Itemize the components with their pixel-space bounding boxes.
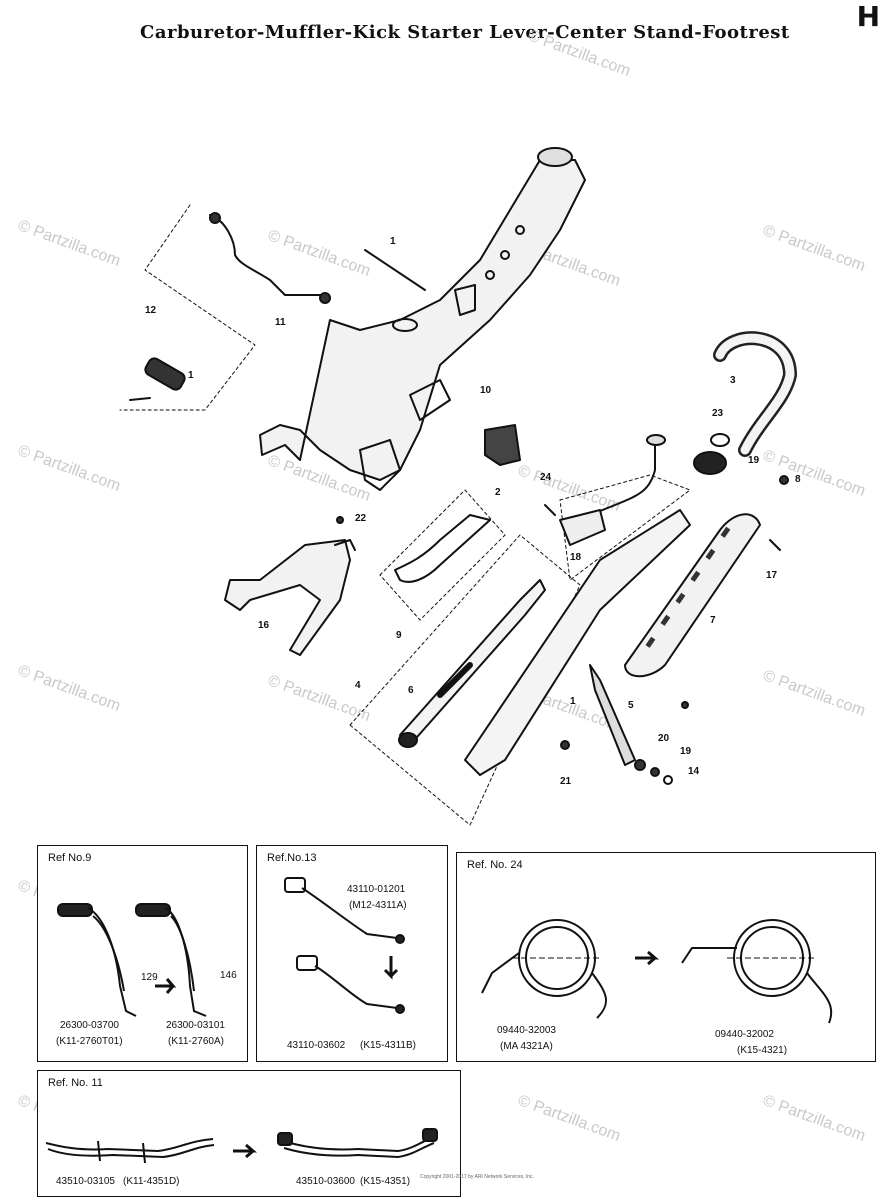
- callout-7: 7: [710, 615, 716, 626]
- part-ref: (K11-2760T01): [56, 1036, 123, 1047]
- callout-3: 3: [730, 375, 736, 386]
- heat-guard-7: [624, 513, 761, 678]
- callout-4: 4: [355, 680, 361, 691]
- inset-title: Ref.No.13: [267, 852, 317, 864]
- callout-18: 18: [570, 552, 582, 563]
- kick-arm-variants: [57, 903, 207, 1017]
- part-number: 43110-01201: [347, 884, 406, 895]
- watermark: © Partzilla.com: [515, 1092, 623, 1145]
- callout-20: 20: [658, 733, 670, 744]
- dashed-group-9: [379, 489, 506, 621]
- inset-ref-9: Ref No.9 129 146 26300-03700 (K11-2760T0…: [37, 845, 248, 1062]
- callout-14: 14: [688, 766, 700, 777]
- gasket-23: [693, 451, 727, 475]
- footpeg-rubber: [144, 357, 186, 391]
- inset-ref-11: Ref. No. 11 43510-03105 (K11-4351D) 4351…: [37, 1070, 461, 1197]
- section-mark: H: [856, 0, 880, 33]
- callout-1: 1: [570, 696, 576, 707]
- callout-8: 8: [795, 474, 801, 485]
- frame-body: [259, 147, 586, 491]
- inset-title: Ref No.9: [48, 852, 92, 864]
- part-ref: (K11-2760A): [168, 1036, 224, 1047]
- dashed-group-18: [559, 474, 691, 581]
- part-number: 26300-03101: [166, 1020, 225, 1031]
- callout-6: 6: [408, 685, 414, 696]
- part-number: 09440-32003: [497, 1025, 556, 1036]
- part-ref: (K15-4311B): [360, 1040, 416, 1051]
- muffler-body: [464, 509, 691, 776]
- dimension-label: 129: [141, 972, 158, 983]
- copyright-notice: Copyright 2001-2017 by ARI Network Servi…: [420, 1174, 534, 1180]
- callout-16: 16: [258, 620, 270, 631]
- callout-11: 11: [275, 317, 286, 328]
- callout-1: 1: [390, 236, 396, 247]
- part-number: 43510-03105: [56, 1176, 115, 1187]
- exploded-parts-diagram: [119, 147, 797, 826]
- dashed-group-4: [349, 534, 581, 826]
- kick-lever-18: [574, 439, 656, 541]
- callout-23: 23: [712, 408, 724, 419]
- callout-2: 2: [495, 487, 501, 498]
- callout-5: 5: [628, 700, 634, 711]
- part-ref: (K15-4351): [360, 1176, 411, 1187]
- center-stand-16: [224, 539, 351, 656]
- carburetor-2: [484, 424, 521, 466]
- inset-title: Ref. No. 24: [467, 859, 523, 871]
- callout-19: 19: [748, 455, 760, 466]
- callout-12: 12: [145, 305, 157, 316]
- inset-ref-24: Ref. No. 24 09440-32003 (MA 4321A) 09440…: [456, 852, 876, 1062]
- callout-10: 10: [480, 385, 492, 396]
- part-number: 43110-03602: [287, 1040, 346, 1051]
- spring-variants: [481, 919, 833, 1024]
- callout-17: 17: [766, 570, 778, 581]
- kick-starter-9: [394, 514, 491, 583]
- inset-title: Ref. No. 11: [48, 1077, 103, 1089]
- callout-1: 1: [188, 370, 194, 381]
- part-number: 43510-03600: [296, 1176, 355, 1187]
- inset-ref-13: Ref.No.13 43110-01201 (M12-4311A) 43110-…: [256, 845, 448, 1062]
- part-ref: (K15-4321): [737, 1045, 788, 1056]
- bracket-11: [209, 214, 321, 296]
- kick-lever-variants: [284, 877, 405, 1014]
- callout-24: 24: [540, 472, 552, 483]
- page-title: Carburetor-Muffler-Kick Starter Lever-Ce…: [140, 22, 790, 43]
- bolt-1: [364, 249, 426, 291]
- side-stand-5: [589, 664, 636, 766]
- part-number: 09440-32002: [715, 1029, 774, 1040]
- footrest-bar-variants: [45, 1128, 438, 1164]
- callout-22: 22: [355, 513, 367, 524]
- watermark: © Partzilla.com: [760, 1092, 868, 1145]
- callout-9: 9: [396, 630, 402, 641]
- part-ref: (M12-4311A): [349, 900, 407, 911]
- part-number: 26300-03700: [60, 1020, 119, 1031]
- callout-19: 19: [680, 746, 692, 757]
- part-ref: (K11-4351D): [123, 1176, 180, 1187]
- dashed-group-11: [119, 204, 256, 411]
- dimension-label: 146: [220, 970, 237, 981]
- part-ref: (MA 4321A): [500, 1041, 553, 1052]
- callout-21: 21: [560, 776, 572, 787]
